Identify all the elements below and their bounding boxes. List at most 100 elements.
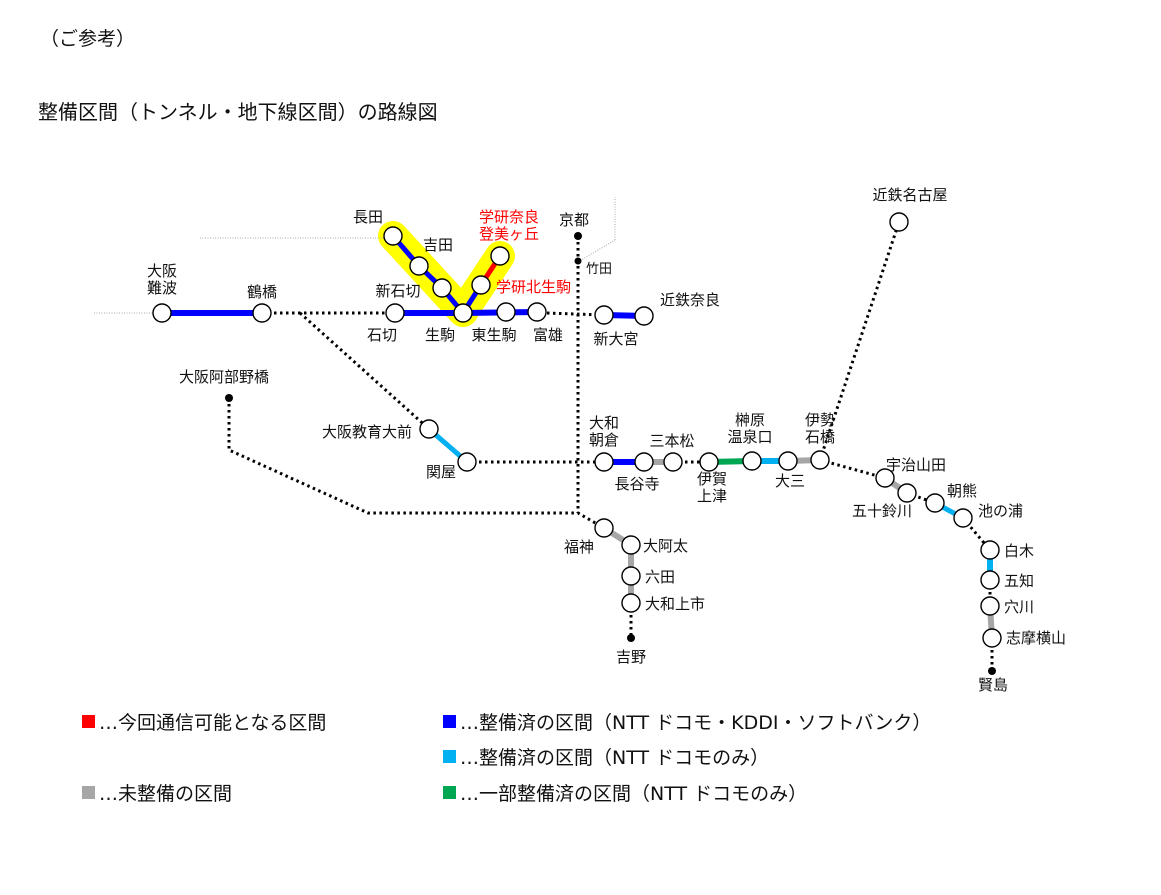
- station-marker-ikenoura: [953, 508, 973, 528]
- label-ise-ishibashi: 伊勢石橋: [805, 411, 835, 446]
- station-marker-ikoma: [453, 303, 473, 323]
- label-kyoto: 京都: [559, 211, 589, 229]
- label-gakken-kita-ikoma: 学研北生駒: [496, 278, 571, 296]
- label-oada: 大阿太: [643, 537, 688, 555]
- label-kashikojima: 賢島: [978, 676, 1008, 694]
- legend-swatch-green: [443, 786, 456, 799]
- station-marker-fukugami: [594, 518, 614, 538]
- station-marker-anagawa: [980, 596, 1000, 616]
- legend-partial-docomo: …一部整備済の区間（NTT ドコモのみ）: [443, 779, 807, 806]
- label-sanbonmatsu: 三本松: [649, 432, 694, 450]
- label-nagata: 長田: [353, 208, 383, 226]
- station-marker-kintetsunara: [634, 306, 654, 326]
- station-marker-nagata: [383, 226, 403, 246]
- station-marker-tsuruhashi: [252, 303, 272, 323]
- legend-docomo-only-label: …整備済の区間（NTT ドコモのみ）: [460, 747, 770, 769]
- station-marker-kyoikudai: [419, 419, 439, 439]
- label-ikenoura: 池の浦: [978, 502, 1023, 520]
- gray-fukugami-kamiichi: [602, 525, 634, 603]
- station-marker-oada: [621, 535, 641, 555]
- takeda-dot: [574, 257, 582, 265]
- station-marker-higashiikoma: [496, 302, 516, 322]
- reference-note: （ご参考）: [40, 28, 136, 50]
- label-asama: 朝熊: [947, 482, 977, 500]
- label-takeda: 竹田: [586, 262, 612, 277]
- label-shin-omiya: 新大宮: [593, 330, 638, 348]
- station-marker-sekiya: [457, 452, 477, 472]
- legend-all-carriers: …整備済の区間（NTT ドコモ・KDDI・ソフトバンク）: [443, 708, 931, 735]
- station-markers: [152, 212, 1002, 648]
- station-marker-kintetsunagoya: [889, 212, 909, 232]
- legend-swatch-gray: [82, 786, 95, 799]
- kashikojima-dot: [988, 667, 996, 675]
- label-mutsuda: 六田: [645, 568, 675, 586]
- label-higashi-ikoma: 東生駒: [471, 326, 516, 344]
- label-ikoma: 生駒: [425, 326, 455, 344]
- label-fukugami: 福神: [564, 538, 594, 556]
- kyoto-dot: [574, 232, 582, 240]
- station-marker-shiraki: [980, 540, 1000, 560]
- blue-nagata-ikoma: [391, 234, 465, 315]
- station-marker-ishikiri: [385, 303, 405, 323]
- station-marker-mutsuda: [621, 566, 641, 586]
- label-shin-ishikiri: 新石切: [375, 282, 420, 300]
- label-osaka-kyoiku-daimae: 大阪教育大前: [322, 423, 412, 441]
- label-shima-yokoyama: 志摩横山: [1006, 629, 1066, 647]
- station-marker-gochi: [980, 570, 1000, 590]
- legend-not-yet: …未整備の区間: [82, 779, 232, 806]
- label-yamato-asakura: 大和朝倉: [589, 414, 619, 449]
- station-marker-kamiichi: [621, 593, 641, 613]
- legend-swatch-red: [82, 715, 95, 728]
- faint-connectors: [94, 197, 616, 314]
- station-marker-ozato: [778, 451, 798, 471]
- label-gochi: 五知: [1004, 572, 1034, 590]
- legend-partial-docomo-label: …一部整備済の区間（NTT ドコモのみ）: [460, 783, 808, 805]
- label-ujiyamada: 宇治山田: [886, 456, 946, 474]
- label-yoshino: 吉野: [616, 648, 646, 666]
- station-marker-shinomiya: [594, 305, 614, 325]
- station-marker-hasedera: [634, 452, 654, 472]
- label-yamato-kamiichi: 大和上市: [645, 595, 705, 613]
- label-isuzugawa: 五十鈴川: [852, 502, 912, 520]
- label-osaka-abenobashi: 大阪阿部野橋: [179, 368, 269, 386]
- label-tsuruhashi: 鶴橋: [247, 283, 277, 301]
- label-ozato: 大三: [775, 472, 805, 490]
- station-marker-asakura: [594, 452, 614, 472]
- station-marker-sakakibara: [742, 451, 762, 471]
- label-sekiya: 関屋: [426, 463, 456, 481]
- abenobashi-dot: [225, 394, 233, 402]
- label-kintetsu-nara: 近鉄奈良: [660, 291, 720, 309]
- legend-new-label: …今回通信可能となる区間: [99, 712, 327, 734]
- label-iga-kozu: 伊賀上津: [697, 470, 727, 505]
- label-sakakibara-onsenguchi: 榊原温泉口: [727, 411, 772, 446]
- label-osaka-namba: 大阪難波: [147, 262, 177, 297]
- label-shiraki: 白木: [1004, 542, 1034, 560]
- legend-swatch-blue: [443, 715, 456, 728]
- station-marker-isuzugawa: [897, 483, 917, 503]
- station-marker-shimayokoyama: [982, 628, 1002, 648]
- station-marker-igakozu: [699, 452, 719, 472]
- label-hasedera: 長谷寺: [614, 475, 659, 493]
- label-anagawa: 穴川: [1004, 598, 1034, 616]
- station-marker-tomio: [527, 302, 547, 322]
- label-ishikiri: 石切: [367, 326, 397, 344]
- station-marker-yoshida: [409, 256, 429, 276]
- label-gakken-nara-tomigaoka: 学研奈良登美ヶ丘: [479, 208, 539, 243]
- station-marker-namba: [152, 303, 172, 323]
- page-title: 整備区間（トンネル・地下線区間）の路線図: [38, 100, 438, 124]
- station-marker-sanbonmatsu: [663, 452, 683, 472]
- legend-not-yet-label: …未整備の区間: [99, 783, 233, 805]
- label-yoshida: 吉田: [423, 236, 453, 254]
- label-tomio: 富雄: [533, 326, 563, 344]
- station-labels: 大阪難波 鶴橋 長田 吉田 新石切 学研奈良登美ヶ丘 学研北生駒 石切 生駒 東…: [147, 186, 1066, 694]
- legend-new: …今回通信可能となる区間: [82, 708, 326, 735]
- station-marker-asama: [925, 493, 945, 513]
- station-marker-iseishibashi: [810, 450, 830, 470]
- legend-docomo-only: …整備済の区間（NTT ドコモのみ）: [443, 743, 769, 770]
- station-marker-ujiyamada: [875, 468, 895, 488]
- station-marker-gakken-nara: [490, 246, 510, 266]
- label-kintetsu-nagoya: 近鉄名古屋: [872, 186, 947, 204]
- legend-swatch-cyan: [443, 750, 456, 763]
- yoshino-dot: [627, 634, 635, 642]
